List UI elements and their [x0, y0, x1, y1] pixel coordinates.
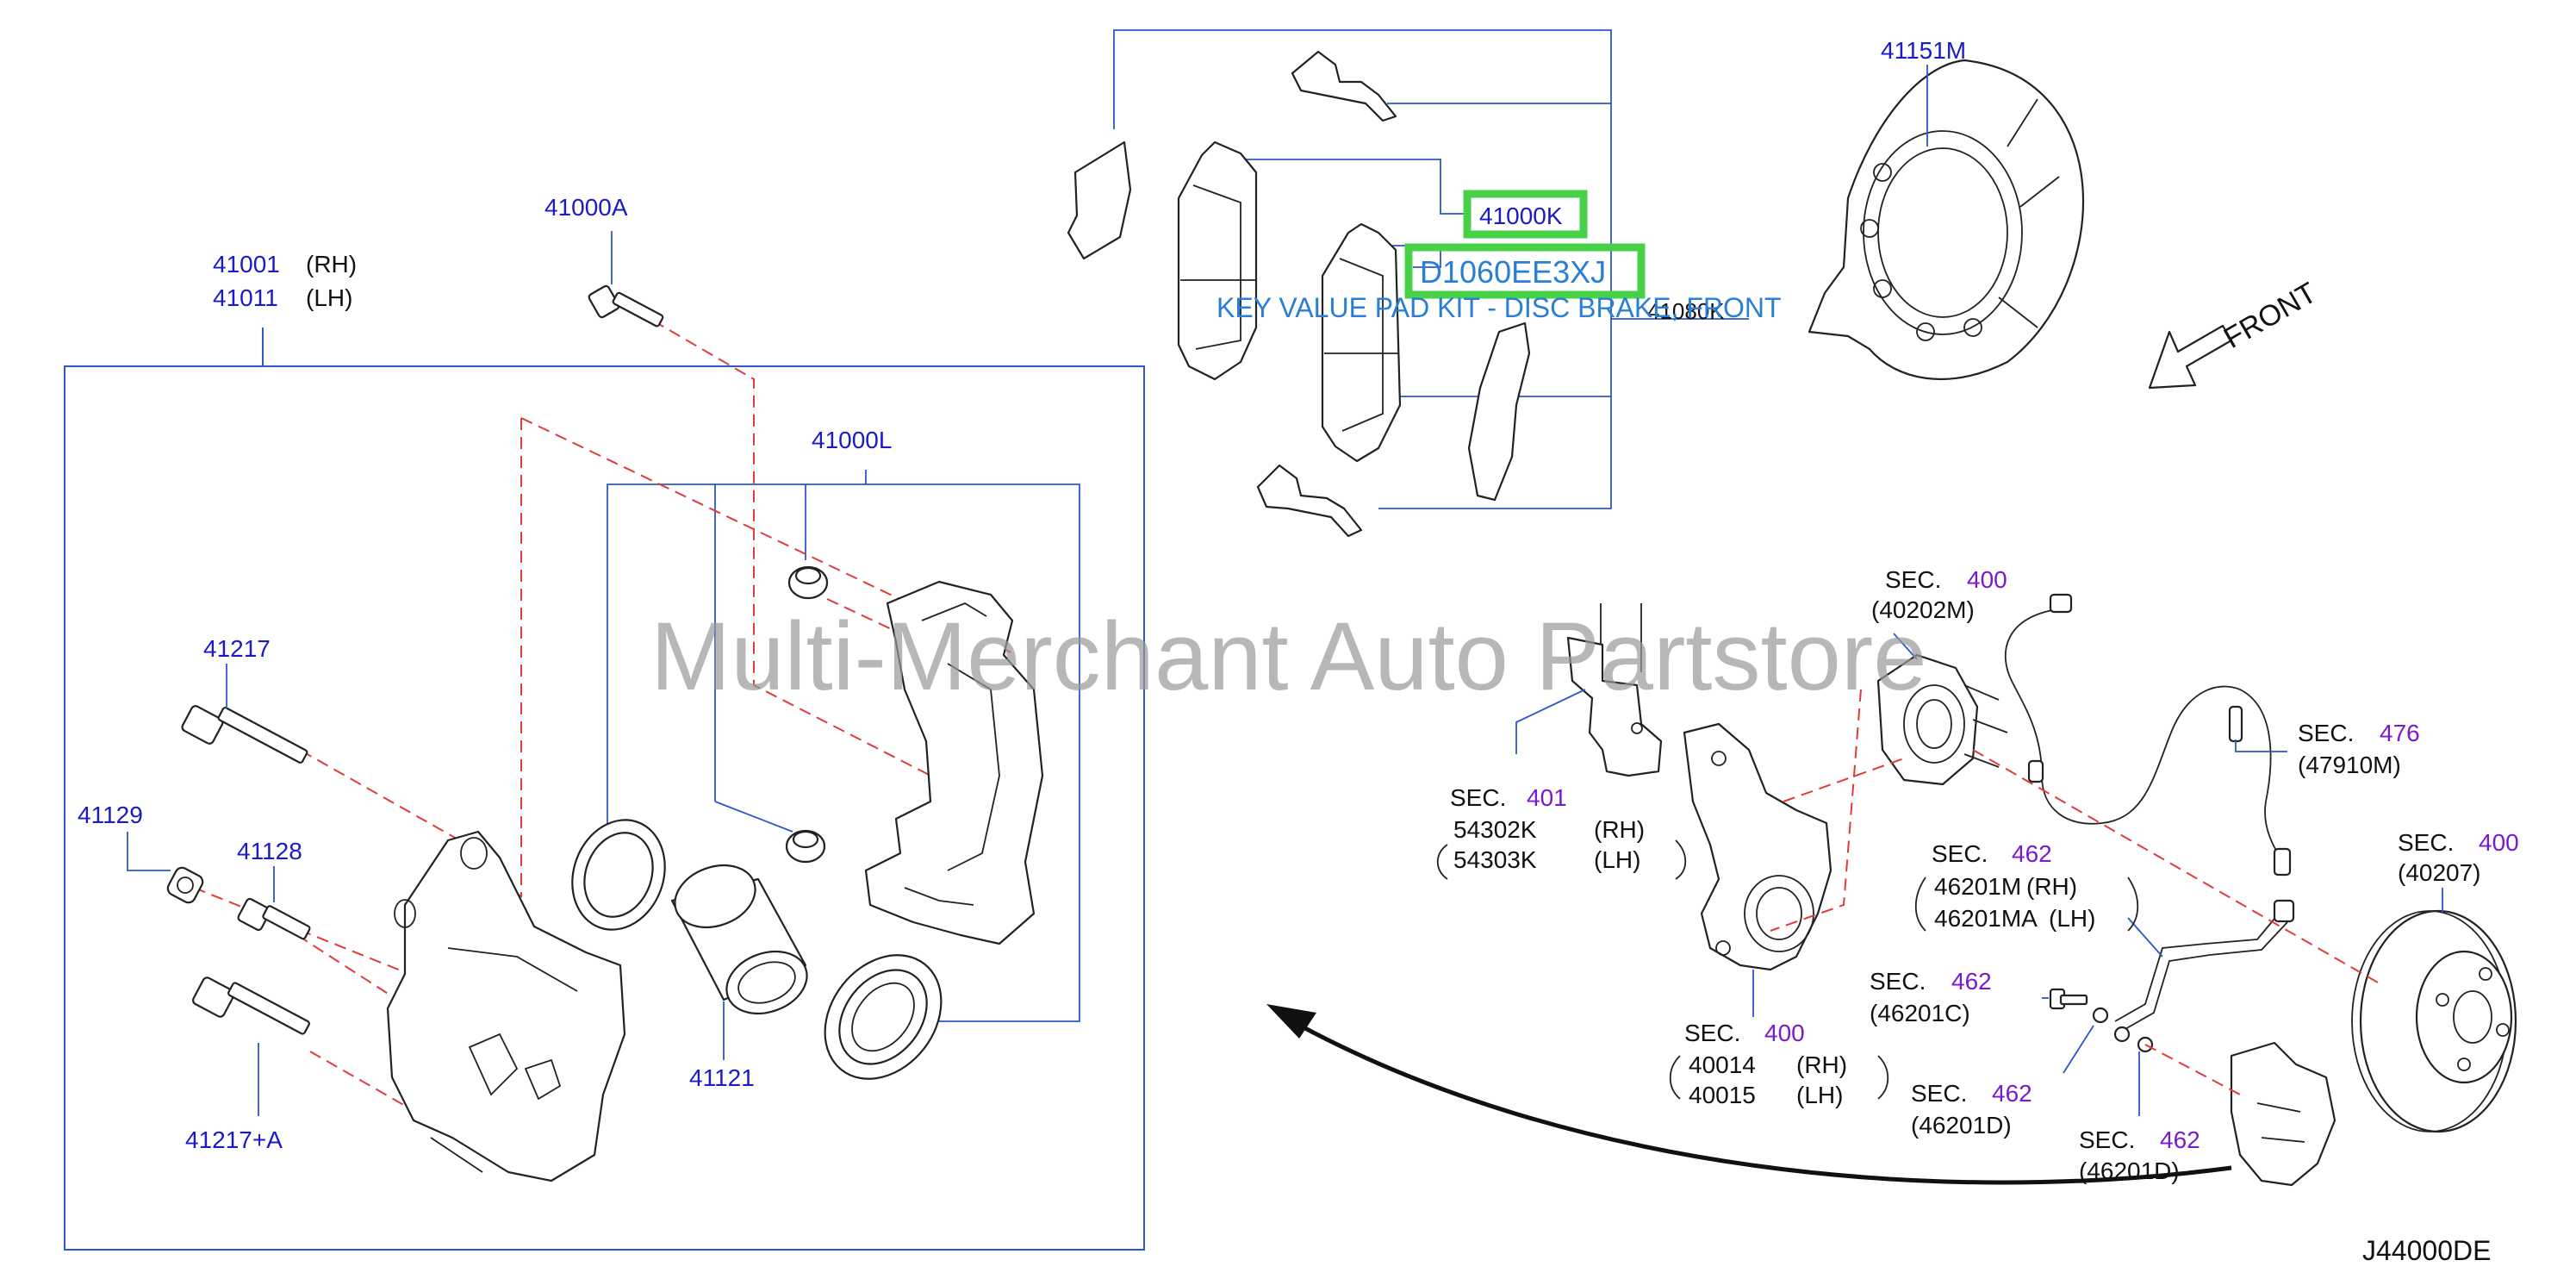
pad-shim-inner[interactable] — [1467, 321, 1531, 502]
assembly-direction-arrow — [1266, 1004, 2232, 1185]
store-watermark: Multi-Merchant Auto Partstore — [650, 602, 1926, 710]
dust-shield-41151m[interactable] — [1808, 59, 2085, 380]
label-41151m[interactable]: 41151M — [1881, 37, 1966, 64]
part-description: KEY VALUE PAD KIT - DISC BRAKE, FRONT — [1216, 292, 1782, 323]
guide-pin-41217[interactable] — [181, 704, 308, 764]
brake-pad-outer[interactable] — [1177, 140, 1258, 381]
label-41000k[interactable]: 41000K — [1479, 203, 1563, 229]
sec-number-sensor[interactable]: 476 — [2380, 720, 2420, 746]
label-46201ma-lh: (LH) — [2049, 905, 2095, 932]
bolt-41000a[interactable] — [588, 284, 664, 328]
label-40015[interactable]: 40015 — [1689, 1082, 1756, 1108]
highlight-box-oem — [1404, 243, 1646, 299]
sec-number-connector[interactable]: 462 — [1951, 968, 1992, 995]
diagram-id: J44000DE — [2362, 1235, 2491, 1266]
label-46201d-a[interactable]: (46201D) — [1911, 1112, 2012, 1139]
label-54303k-lh: (LH) — [1594, 846, 1640, 873]
label-41001-rh: (RH) — [306, 251, 357, 278]
label-41217a[interactable]: 41217+A — [185, 1126, 283, 1153]
label-40202m[interactable]: (40202M) — [1871, 596, 1975, 623]
caliper-assembly-group — [64, 231, 1145, 1251]
sec-number-washer-a[interactable]: 462 — [1992, 1080, 2032, 1107]
oem-part-number[interactable]: D1060EE3XJ — [1420, 254, 1606, 290]
bracket-kit-frame — [607, 484, 1080, 1022]
boot-bushing-lower[interactable] — [785, 829, 826, 864]
steering-knuckle[interactable] — [1683, 722, 1832, 971]
label-41001[interactable]: 41001 — [213, 251, 280, 278]
sec-number-bracket[interactable]: 401 — [1527, 784, 1567, 811]
sec-label-connector: SEC. — [1870, 968, 1926, 995]
label-41128[interactable]: 41128 — [237, 838, 302, 864]
label-41011[interactable]: 41011 — [213, 284, 278, 311]
sec-number-hose[interactable]: 462 — [2012, 840, 2052, 867]
label-41217[interactable]: 41217 — [203, 635, 271, 662]
sec-label-washer-b: SEC. — [2079, 1126, 2135, 1153]
piston-dust-boot[interactable] — [801, 933, 966, 1102]
label-40014[interactable]: 40014 — [1689, 1051, 1756, 1078]
label-40015-lh: (LH) — [1796, 1082, 1843, 1108]
overlap-part-code: 41080K — [1647, 298, 1725, 324]
sec-label-sensor: SEC. — [2298, 720, 2354, 746]
suspension-group — [1436, 593, 2517, 1187]
sec-label-washer-a: SEC. — [1911, 1080, 1967, 1107]
caliper-body[interactable] — [386, 830, 626, 1182]
sec-number-rotor[interactable]: 400 — [2479, 829, 2519, 856]
label-54302k-rh: (RH) — [1594, 816, 1645, 843]
sec-label-rotor: SEC. — [2398, 829, 2454, 856]
label-46201m[interactable]: 46201M — [1934, 873, 2021, 900]
sec-label-knuckle: SEC. — [1684, 1020, 1740, 1046]
label-46201m-rh: (RH) — [2026, 873, 2077, 900]
label-54303k[interactable]: 54303K — [1453, 846, 1537, 873]
strut-mount-bracket[interactable] — [1566, 603, 1663, 777]
pad-kit-frame — [1113, 29, 1612, 509]
sec-label-bracket: SEC. — [1450, 784, 1506, 811]
label-46201ma[interactable]: 46201MA — [1934, 905, 2038, 932]
caliper-mini[interactable] — [2230, 1041, 2336, 1187]
wheel-hub-bearing[interactable] — [1876, 653, 2008, 786]
label-41121[interactable]: 41121 — [689, 1064, 755, 1091]
front-label: FRONT — [2218, 276, 2322, 354]
sec-number-washer-b[interactable]: 462 — [2160, 1126, 2200, 1153]
pad-kit-group — [1067, 29, 1749, 538]
sec-label-hub: SEC. — [1885, 566, 1941, 593]
label-54302k[interactable]: 54302K — [1453, 816, 1537, 843]
disc-rotor-40207[interactable] — [2351, 909, 2517, 1133]
sec-label-hose: SEC. — [1932, 840, 1988, 867]
abs-sensor-47910m[interactable] — [2004, 593, 2292, 877]
label-47910m[interactable]: (47910M) — [2298, 752, 2401, 778]
boot-bushing-upper[interactable] — [787, 565, 829, 600]
caliper-assembly-frame — [64, 365, 1145, 1251]
piston-seal-ring[interactable] — [557, 807, 680, 943]
label-41000a[interactable]: 41000A — [544, 194, 628, 221]
caliper-piston[interactable] — [666, 855, 815, 1025]
label-46201c[interactable]: (46201C) — [1870, 1000, 1970, 1026]
pad-shim-outer[interactable] — [1067, 140, 1132, 260]
guide-pin-41217a[interactable] — [191, 976, 310, 1035]
bleeder-cap-41129[interactable] — [165, 865, 205, 905]
brake-hose-46201m[interactable] — [2092, 899, 2295, 1053]
label-40014-rh: (RH) — [1796, 1051, 1847, 1078]
caliper-bracket[interactable] — [864, 580, 1044, 945]
label-46201d-b[interactable]: (46201D) — [2079, 1157, 2180, 1184]
label-41011-lh: (LH) — [306, 284, 352, 311]
front-direction-arrow — [2148, 324, 2233, 390]
bleeder-screw-41128[interactable] — [237, 897, 311, 940]
brake-pad-inner[interactable] — [1321, 222, 1402, 463]
highlight-box-part — [1463, 190, 1588, 239]
sec-number-knuckle[interactable]: 400 — [1764, 1020, 1805, 1046]
pad-retainer-clip-upper[interactable] — [1291, 50, 1397, 122]
pad-retainer-clip-lower[interactable] — [1256, 464, 1363, 538]
label-41000l[interactable]: 41000L — [812, 427, 892, 453]
label-41129[interactable]: 41129 — [78, 802, 143, 828]
label-40207[interactable]: (40207) — [2398, 859, 2481, 886]
connector-bolt-46201c[interactable] — [2049, 988, 2088, 1010]
sec-number-hub[interactable]: 400 — [1967, 566, 2007, 593]
